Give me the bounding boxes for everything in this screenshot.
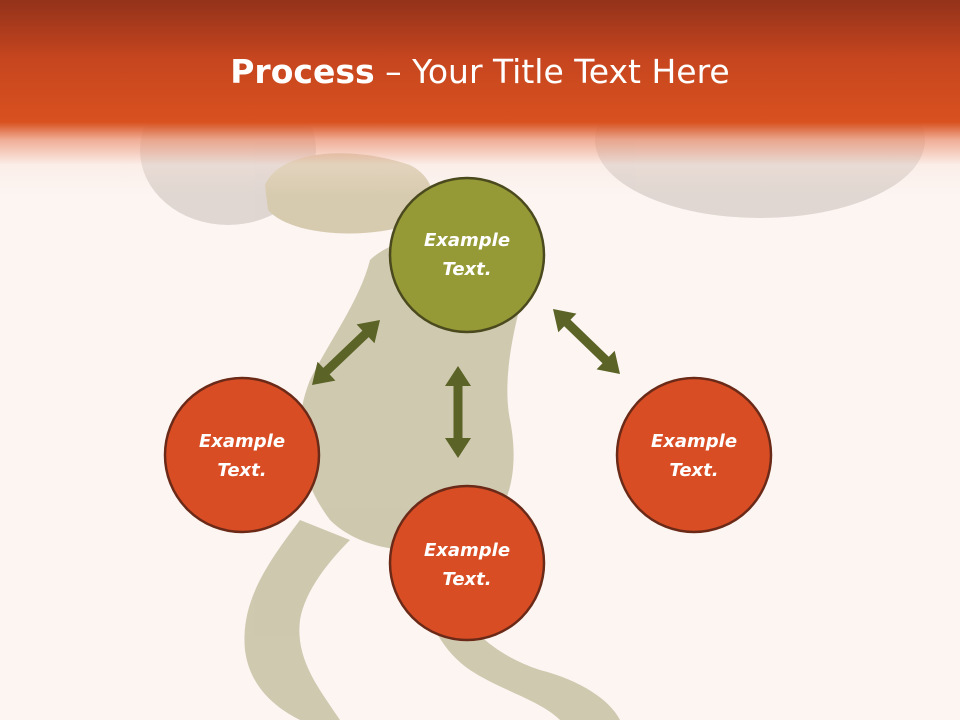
node-bottom-line2: Text. bbox=[442, 569, 492, 590]
node-label-bottom: Example Text. bbox=[392, 536, 542, 594]
node-circle-right bbox=[615, 376, 773, 534]
node-bottom-line1: Example bbox=[423, 540, 511, 561]
title-rest: – Your Title Text Here bbox=[374, 52, 730, 91]
node-left-line1: Example bbox=[198, 431, 286, 452]
node-top-line1: Example bbox=[423, 230, 511, 251]
node-label-right: Example Text. bbox=[619, 427, 769, 485]
frog-leg-left-shape bbox=[244, 520, 350, 720]
node-label-left: Example Text. bbox=[167, 427, 317, 485]
node-right-line1: Example bbox=[650, 431, 738, 452]
node-label-top: Example Text. bbox=[392, 226, 542, 284]
title-bold: Process bbox=[230, 52, 375, 91]
header-band bbox=[0, 0, 960, 195]
arrow-shape bbox=[312, 320, 380, 385]
node-circle-top bbox=[388, 176, 546, 334]
node-circle-left bbox=[163, 376, 321, 534]
slide-title: Process – Your Title Text Here bbox=[0, 52, 960, 91]
node-right-line2: Text. bbox=[669, 460, 719, 481]
node-circle-bottom bbox=[388, 484, 546, 642]
node-top-line2: Text. bbox=[442, 259, 492, 280]
arrow-shape bbox=[553, 309, 620, 374]
arrow-top-left bbox=[312, 320, 380, 385]
node-left-line2: Text. bbox=[217, 460, 267, 481]
arrow-shape bbox=[445, 366, 471, 458]
arrow-top-right bbox=[553, 309, 620, 374]
arrow-top-bottom bbox=[445, 366, 471, 458]
